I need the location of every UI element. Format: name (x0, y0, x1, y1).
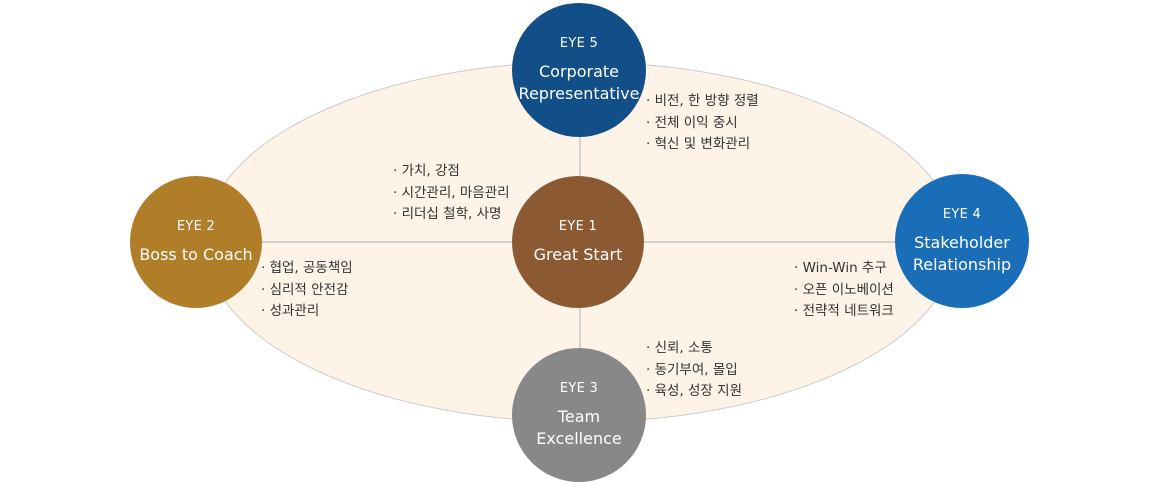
list-item: 시간관리, 마음관리 (393, 183, 510, 205)
eye3-title: Team Excellence (536, 406, 621, 450)
eye4-circle: EYE 4 Stakeholder Relationship (895, 174, 1029, 308)
eye4-title: Stakeholder Relationship (913, 232, 1011, 276)
eye1-bullet-list: 가치, 강점 시간관리, 마음관리 리더십 철학, 사명 (393, 161, 510, 226)
eye2-title: Boss to Coach (139, 244, 252, 266)
list-item: 혁신 및 변화관리 (646, 134, 759, 156)
eye2-label: EYE 2 (176, 218, 216, 234)
list-item: 가치, 강점 (393, 161, 510, 183)
list-item: 동기부여, 몰입 (646, 360, 742, 382)
list-item: 육성, 성장 지원 (646, 381, 742, 403)
eye5-bullet-list: 비전, 한 방향 정렬 전체 이익 중시 혁신 및 변화관리 (646, 91, 759, 156)
eye1-title: Great Start (534, 244, 623, 266)
eye5-title-line: Corporate (539, 61, 619, 81)
list-item: 성과관리 (261, 301, 353, 323)
eye1-circle: EYE 1 Great Start (512, 176, 644, 308)
list-item: 오픈 이노베이션 (794, 280, 894, 302)
list-item: 리더십 철학, 사명 (393, 204, 510, 226)
eye4-bullet-list: Win-Win 추구 오픈 이노베이션 전략적 네트워크 (794, 258, 894, 323)
eye3-circle: EYE 3 Team Excellence (512, 348, 646, 482)
eye1-label: EYE 1 (558, 218, 598, 234)
eye3-title-line: Team (557, 406, 601, 426)
list-item: 신뢰, 소통 (646, 338, 742, 360)
eye5-title-line: Representative (518, 83, 640, 103)
eye5-label: EYE 5 (559, 35, 599, 51)
eye3-title-line: Excellence (536, 428, 622, 448)
eye3-bullet-list: 신뢰, 소통 동기부여, 몰입 육성, 성장 지원 (646, 338, 742, 403)
list-item: 비전, 한 방향 정렬 (646, 91, 759, 113)
eye4-title-line: Stakeholder (914, 232, 1010, 252)
eye3-label: EYE 3 (559, 380, 599, 396)
eye2-title-line: Boss to Coach (139, 244, 253, 264)
eye1-title-line: Great Start (533, 244, 623, 264)
eye2-bullet-list: 협업, 공동책임 심리적 안전감 성과관리 (261, 258, 353, 323)
list-item: Win-Win 추구 (794, 258, 894, 280)
list-item: 전략적 네트워크 (794, 301, 894, 323)
eye4-label: EYE 4 (942, 206, 982, 222)
eye4-title-line: Relationship (912, 254, 1012, 274)
eye5-circle: EYE 5 Corporate Representative (512, 3, 646, 137)
list-item: 협업, 공동책임 (261, 258, 353, 280)
eye5-title: Corporate Representative (519, 61, 640, 105)
list-item: 전체 이익 중시 (646, 113, 759, 135)
list-item: 심리적 안전감 (261, 280, 353, 302)
eye2-circle: EYE 2 Boss to Coach (130, 176, 262, 308)
